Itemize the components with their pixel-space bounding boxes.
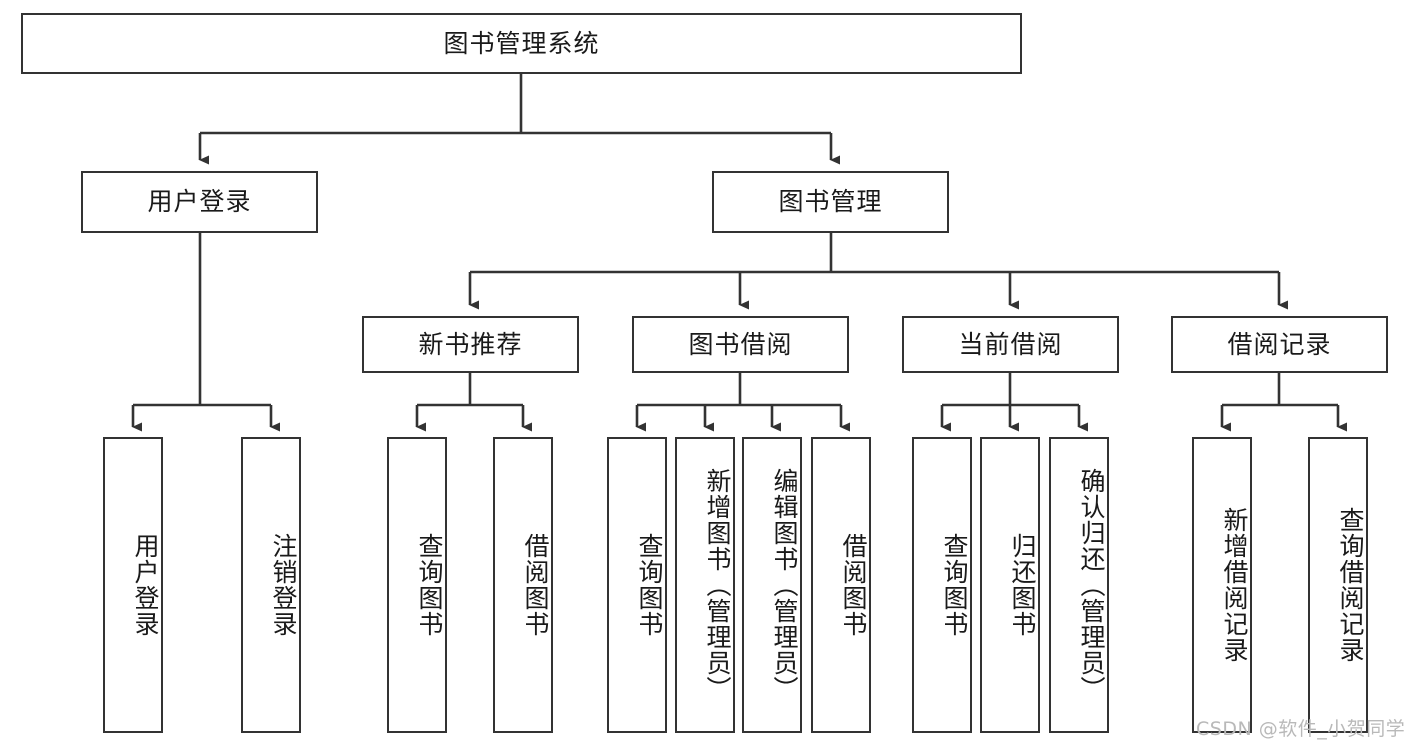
leaf-record-add[interactable]: 新增借阅记录: [1192, 437, 1252, 733]
node-user-login-label: 用户登录: [147, 187, 252, 216]
node-book-borrow[interactable]: 图书借阅: [632, 316, 849, 373]
node-book-borrow-label: 图书借阅: [688, 329, 793, 359]
node-current-borrow-label: 当前借阅: [958, 329, 1063, 359]
leaf-label: 借阅图书: [521, 533, 550, 637]
leaf-borrow-borrow-book[interactable]: 借阅图书: [811, 437, 871, 733]
node-borrow-record[interactable]: 借阅记录: [1171, 316, 1388, 373]
leaf-label: 借阅图书: [839, 533, 868, 637]
leaf-current-query-book[interactable]: 查询图书: [912, 437, 972, 733]
leaf-label: 编辑图书（管理员）: [770, 468, 799, 702]
node-borrow-record-label: 借阅记录: [1227, 329, 1332, 359]
leaf-current-confirm-return[interactable]: 确认归还（管理员）: [1049, 437, 1109, 733]
leaf-label: 归还图书: [1008, 533, 1037, 637]
leaf-user-login-logout[interactable]: 注销登录: [241, 437, 301, 733]
leaf-user-login-login[interactable]: 用户登录: [103, 437, 163, 733]
leaf-label: 注销登录: [269, 533, 298, 637]
leaf-label: 查询图书: [940, 533, 969, 637]
node-book-management[interactable]: 图书管理: [712, 171, 949, 233]
leaf-borrow-add-book[interactable]: 新增图书（管理员）: [675, 437, 735, 733]
leaf-label: 新增借阅记录: [1220, 507, 1249, 663]
leaf-label: 查询图书: [635, 533, 664, 637]
leaf-label: 查询图书: [415, 533, 444, 637]
leaf-new-book-borrow[interactable]: 借阅图书: [493, 437, 553, 733]
leaf-current-return-book[interactable]: 归还图书: [980, 437, 1040, 733]
node-new-book-recommend[interactable]: 新书推荐: [362, 316, 579, 373]
node-book-management-label: 图书管理: [778, 187, 883, 216]
leaf-new-book-query[interactable]: 查询图书: [387, 437, 447, 733]
node-new-book-recommend-label: 新书推荐: [418, 329, 523, 359]
node-user-login[interactable]: 用户登录: [81, 171, 318, 233]
leaf-label: 确认归还（管理员）: [1077, 468, 1106, 702]
leaf-label: 新增图书（管理员）: [703, 468, 732, 702]
node-root-label: 图书管理系统: [443, 28, 600, 58]
node-root[interactable]: 图书管理系统: [21, 13, 1022, 74]
leaf-label: 用户登录: [131, 533, 160, 637]
leaf-borrow-query-book[interactable]: 查询图书: [607, 437, 667, 733]
leaf-label: 查询借阅记录: [1336, 507, 1365, 663]
node-current-borrow[interactable]: 当前借阅: [902, 316, 1119, 373]
leaf-record-query[interactable]: 查询借阅记录: [1308, 437, 1368, 733]
leaf-borrow-edit-book[interactable]: 编辑图书（管理员）: [742, 437, 802, 733]
